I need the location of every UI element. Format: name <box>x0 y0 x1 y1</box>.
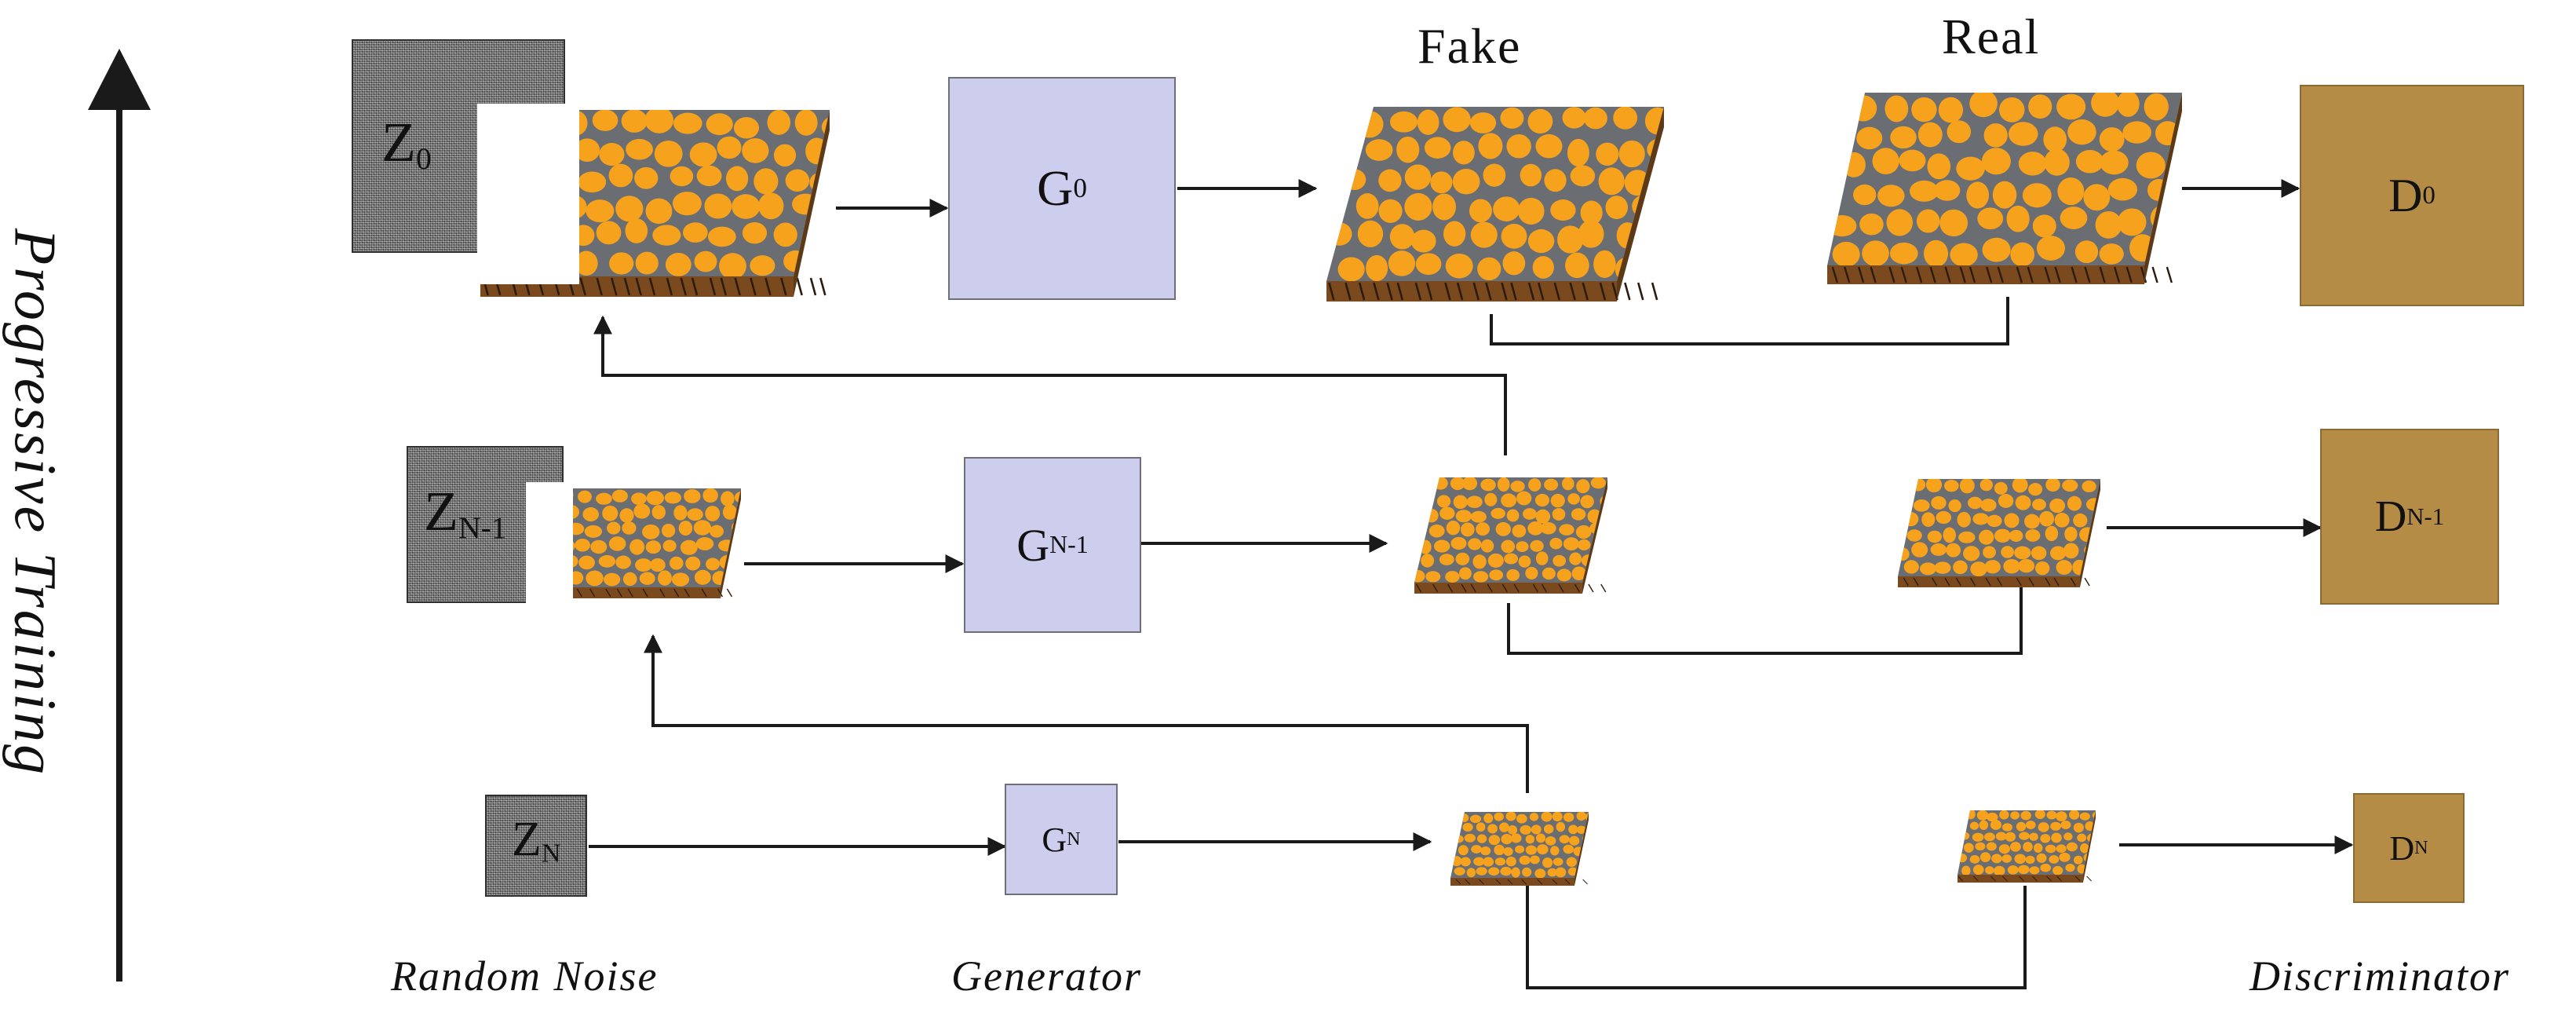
bracket-fake-real-n1 <box>1507 587 2023 655</box>
noise-mask-0 <box>477 104 579 284</box>
texture-slabs <box>480 93 2182 886</box>
discriminator-label: Discriminator <box>2249 952 2511 1000</box>
slab-real-0 <box>1827 93 2182 284</box>
progressive-training-label: Progressive Training <box>2 228 68 777</box>
z0-label: Z0 <box>381 111 432 176</box>
progressive-training-arrowhead <box>88 49 151 110</box>
bracket-fake-real-0 <box>1490 297 2009 345</box>
slab-fake-n1 <box>1414 477 1607 594</box>
upsample-arrow-n-to-n1 <box>644 634 1529 793</box>
fake-header: Fake <box>1418 18 1522 74</box>
random-noise-label: Random Noise <box>391 952 659 1000</box>
generator-label: Generator <box>951 952 1142 1000</box>
bracket-fake-real-n <box>1526 886 2027 989</box>
noise-zn <box>485 795 587 897</box>
zn1-label: ZN-1 <box>424 480 507 545</box>
slab-real-n <box>1958 810 2096 883</box>
upsample-arrow-n1-to-0 <box>593 315 1507 455</box>
zn-label: ZN <box>512 813 561 868</box>
real-header: Real <box>1942 9 2041 64</box>
slab-fake-n <box>1450 812 1589 886</box>
slab-real-n1 <box>1898 479 2100 587</box>
noise-mask-n1 <box>526 482 573 616</box>
slab-fake-0 <box>1326 107 1664 302</box>
